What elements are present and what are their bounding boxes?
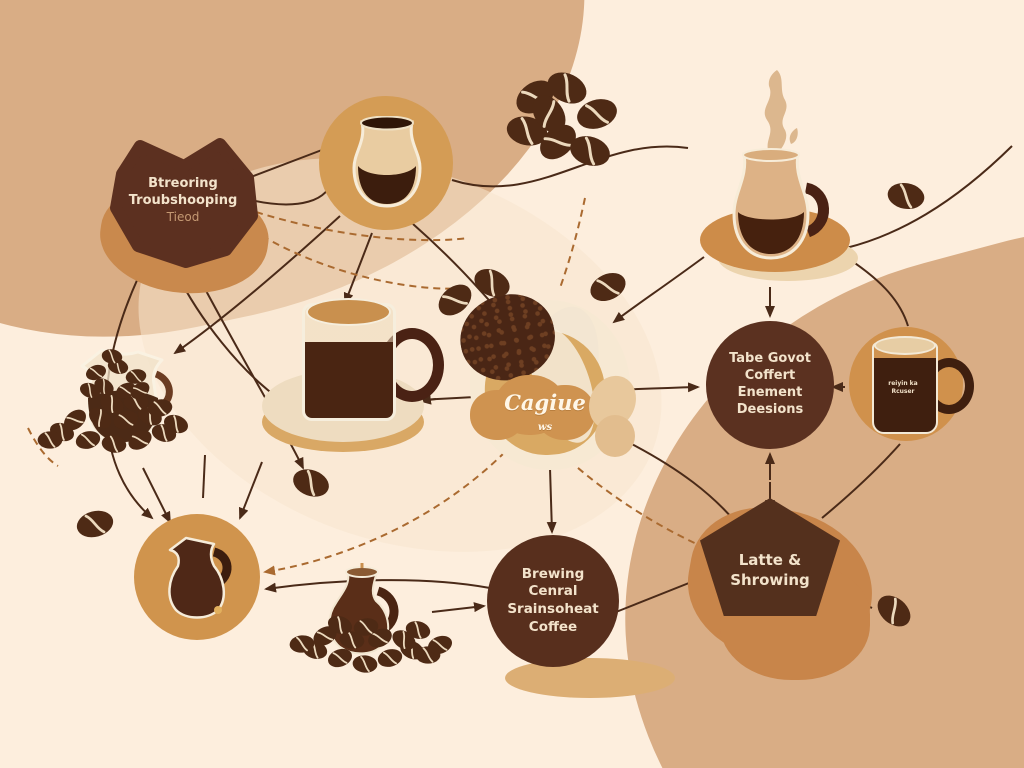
node-latte: Latte & Shrowing [700,498,840,616]
steam-glass-icon [732,148,829,260]
brewing-line1: Brewing [521,565,585,582]
brewing-line4: Coffee [528,618,578,635]
right-mug-text2: Rcuser [891,388,915,396]
troubleshooting-line2: Troubshooping [128,192,238,208]
latte-line1: Latte & [738,551,802,569]
jug-icon [328,563,399,655]
troubleshooting-line1: Btreoring [148,176,218,191]
right-mug-icon [872,342,938,434]
center-bag-label: Cagiue [504,390,586,415]
turkish-teacup-icon [352,116,422,208]
latte-line2: Shrowing [730,570,810,589]
center-bag-sublabel: ws [537,422,553,433]
brewing-line3: Srainsoheat [507,601,599,617]
decision-line4: Deesions [736,401,804,417]
troubleshooting-line3: Tieod [166,209,200,224]
glass-mug-coffee-surface [306,298,391,326]
node-brewing: Brewing Cenral Srainsoheat Coffee [487,535,619,667]
steam-icon [764,70,798,156]
beans-jar-icon [80,348,173,446]
brewing-line2: Cenral [528,583,578,600]
decision-line3: Enement [737,385,803,400]
right-mug-text1: reiyin ka [888,380,918,387]
right-mug-rim [874,336,936,355]
center-bag-art: Cagiue ws [440,280,660,490]
pitcher-icon [168,536,232,619]
brewing-underswoosh [505,658,675,698]
decision-line2: Coffert [744,368,796,384]
decision-line1: Tabe Govot [729,351,811,367]
node-decision: Tabe Govot Coffert Enement Deesions [706,321,834,449]
node-troubleshooting: Btreoring Troubshooping Tieod [108,138,258,268]
